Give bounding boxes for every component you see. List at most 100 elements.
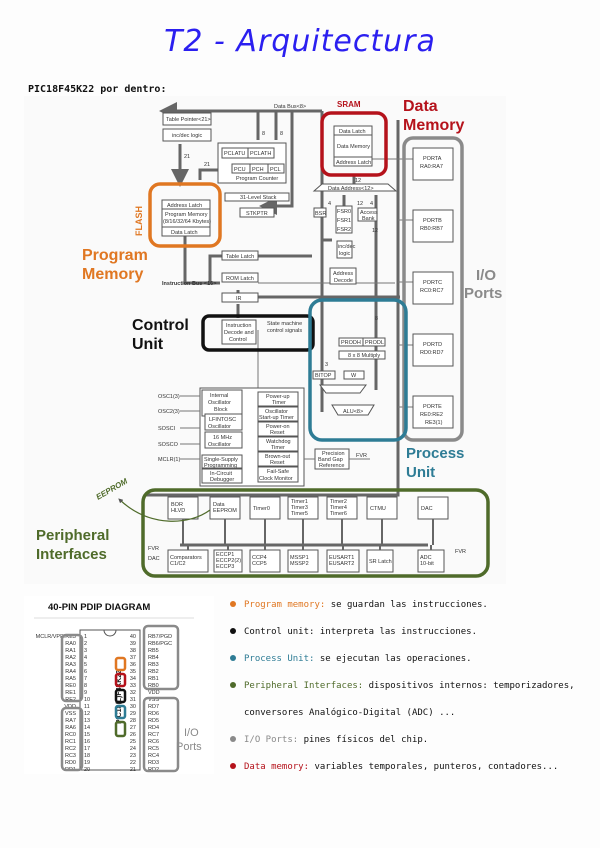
- pin-27: 27 RD4: [130, 725, 159, 731]
- svg-text:PCH: PCH: [252, 167, 264, 173]
- pin-name: RC7: [148, 732, 159, 738]
- pin-number: 26: [130, 732, 136, 738]
- peripheral-label: Data: [213, 502, 226, 508]
- pin-name: VSS: [148, 697, 159, 703]
- bullet-icon: [230, 682, 236, 688]
- svg-text:Data Latch: Data Latch: [171, 230, 198, 236]
- pin-number: 1: [84, 634, 87, 640]
- pin-number: 27: [130, 725, 136, 731]
- pin-name: RB4: [148, 655, 159, 661]
- peripheral-label: EUSART1: [329, 555, 354, 561]
- note-item: Program memory: se guardan las instrucci…: [228, 598, 588, 625]
- pin-number: 23: [130, 753, 136, 759]
- pinout-title: 40-PIN PDIP DIAGRAM: [48, 602, 150, 613]
- pin-name: RD0: [65, 760, 76, 766]
- svg-text:Watchdog: Watchdog: [266, 439, 291, 445]
- svg-text:Power-on: Power-on: [266, 424, 290, 430]
- pin-name: RB0: [148, 683, 159, 689]
- peripheral-label: HLVD: [171, 508, 185, 514]
- svg-text:12: 12: [357, 201, 363, 207]
- note-text: dispositivos internos: temporizadores,: [363, 681, 575, 691]
- peripheral-region: [141, 488, 490, 578]
- pinout-panel: 40-PIN PDIP DIAGRAM PIC18(L)F4XK22 MCLR/…: [24, 596, 214, 774]
- peripheral-label: ADC: [420, 555, 432, 561]
- bullet-icon: [230, 736, 236, 742]
- program-counter-block: PCLATU PCLATH PCU PCH PCL Program Counte…: [217, 142, 287, 184]
- svg-text:FVR: FVR: [455, 549, 466, 555]
- peripheral-top-6: DAC: [417, 496, 449, 545]
- peripheral-label: Timer5: [291, 511, 308, 517]
- svg-text:MCLR(1): MCLR(1): [158, 457, 180, 463]
- data-bus-label: Data Bus<8>: [274, 104, 306, 110]
- bullet-icon: [230, 655, 236, 661]
- pin-name: RE1: [65, 690, 76, 696]
- svg-text:Table Pointer<21>: Table Pointer<21>: [166, 117, 211, 123]
- svg-text:Timer: Timer: [271, 445, 285, 451]
- latch-blocks: Table Latch ROM Latch Instruction Bus <1…: [162, 250, 259, 303]
- pin-number: 4: [84, 655, 87, 661]
- table-pointer-block: Table Pointer<21> inc/dec logic: [162, 112, 212, 142]
- note-key: Program memory:: [244, 600, 326, 610]
- program-memory-block: Address Latch Program Memory (8/16/32/64…: [161, 199, 211, 237]
- svg-text:Address: Address: [333, 271, 353, 277]
- pin-number: 13: [84, 718, 90, 724]
- svg-text:Instruction: Instruction: [226, 323, 251, 329]
- svg-text:4: 4: [328, 201, 331, 207]
- process-unit-region: [308, 298, 408, 442]
- port-name: PORTD: [423, 342, 442, 348]
- pin-name: RA4: [65, 669, 76, 675]
- svg-text:Band Gap: Band Gap: [318, 457, 343, 463]
- oscillator-reset-group: Internal Oscillator Block LFINTOSC Oscil…: [158, 387, 370, 487]
- svg-text:Data Address<12>: Data Address<12>: [328, 186, 374, 192]
- svg-text:Timer: Timer: [272, 400, 286, 406]
- data-memory-label-2: Memory: [403, 117, 464, 134]
- svg-text:FVR: FVR: [356, 453, 367, 459]
- legend-control-unit-swatch: [114, 688, 127, 704]
- pin-name: RD4: [148, 725, 159, 731]
- port-pins: RA0:RA7: [420, 164, 443, 170]
- legend-data-memory-swatch: [114, 672, 127, 688]
- pin-number: 19: [84, 760, 90, 766]
- peripheral-label: C1/C2: [170, 561, 186, 567]
- svg-text:DAC: DAC: [148, 556, 160, 562]
- note-text: variables temporales, punteros, contador…: [309, 762, 559, 772]
- peripheral-label: CCP5: [252, 561, 267, 567]
- svg-text:LFINTOSC: LFINTOSC: [209, 417, 236, 423]
- pin-name: RA0: [65, 641, 76, 647]
- peripheral-label: 10-bit: [420, 561, 434, 567]
- pin-name: RB6/PGC: [148, 641, 172, 647]
- svg-text:Clock Monitor: Clock Monitor: [259, 476, 293, 482]
- pin-name: RC3: [65, 753, 76, 759]
- data-address-block: Data Address<12> BSR FSR0 FSR1 FSR2 inc/…: [312, 178, 398, 285]
- svg-text:control signals: control signals: [267, 328, 302, 334]
- pin-number: 3: [84, 648, 87, 654]
- svg-text:12: 12: [355, 178, 361, 184]
- svg-text:inc/dec logic: inc/dec logic: [172, 133, 203, 139]
- svg-text:Start-up Timer: Start-up Timer: [259, 415, 294, 421]
- pin-name: RA7: [65, 718, 76, 724]
- pin-number: 34: [130, 676, 136, 682]
- io-ports-region: [402, 136, 464, 442]
- pin-number: 30: [130, 704, 136, 710]
- pinout-io-label-2: Ports: [176, 741, 202, 753]
- pin-name: RC4: [148, 753, 159, 759]
- svg-text:Fail-Safe: Fail-Safe: [267, 469, 289, 475]
- flash-tag: FLASH: [134, 206, 144, 236]
- pin-number: 9: [84, 690, 87, 696]
- svg-text:Oscillator: Oscillator: [208, 400, 231, 406]
- svg-text:(8/16/32/64 Kbytes): (8/16/32/64 Kbytes): [163, 219, 211, 225]
- peripheral-label: EEPROM: [213, 508, 237, 514]
- eeprom-arrow: [118, 498, 211, 522]
- process-unit-label-2: Unit: [406, 464, 435, 481]
